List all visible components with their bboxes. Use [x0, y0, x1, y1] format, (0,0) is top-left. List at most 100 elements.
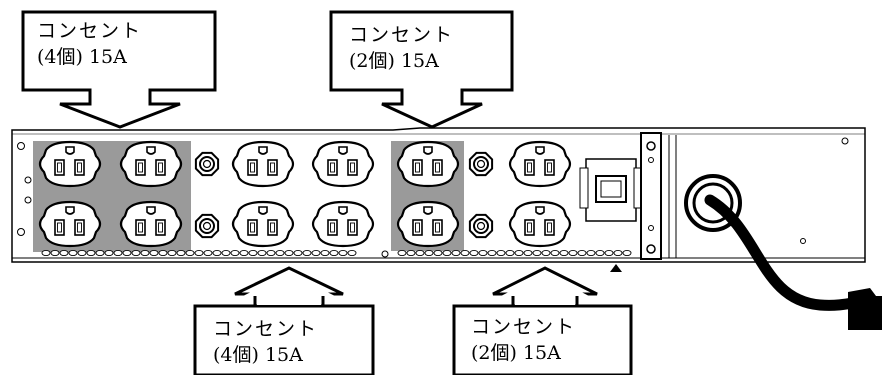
terminal-pin	[257, 249, 267, 257]
outlet-receptacle	[38, 140, 102, 188]
terminal-pin	[293, 249, 303, 257]
terminal-pin	[149, 249, 159, 257]
callout-label-bottom-right-line2: (2個) 15A	[471, 342, 561, 364]
terminal-pin	[194, 249, 204, 257]
terminal-pin	[496, 249, 506, 257]
left-mount-holes	[17, 142, 32, 236]
callout-label-bottom-right-line1: コンセント	[471, 316, 577, 338]
terminal-pin	[541, 249, 551, 257]
terminal-pin	[131, 249, 141, 257]
terminal-pin	[397, 249, 407, 257]
circuit-breakers	[194, 151, 494, 239]
callout-label-top-left: コンセント (4個) 15A	[37, 18, 142, 70]
terminal-pin	[559, 249, 569, 257]
terminal-pin	[451, 249, 461, 257]
outlet-receptacle	[119, 200, 183, 248]
terminal-pin	[568, 249, 578, 257]
outlet-receptacle	[508, 200, 572, 248]
terminal-pin	[104, 249, 114, 257]
outlet-receptacle	[231, 140, 295, 188]
terminal-pin	[122, 249, 132, 257]
terminal-pin	[95, 249, 105, 257]
bottom-terminals	[41, 249, 632, 257]
terminal-pin	[59, 249, 69, 257]
terminal-pin	[478, 249, 488, 257]
terminal-pin	[523, 249, 533, 257]
outlet-receptacle	[38, 200, 102, 248]
callout-label-top-right-line2: (2個) 15A	[349, 50, 439, 72]
breaker-knob	[468, 151, 494, 177]
terminal-pin	[415, 249, 425, 257]
outlet-receptacle	[119, 140, 183, 188]
terminal-pin	[577, 249, 587, 257]
terminal-pin	[68, 249, 78, 257]
terminal-pin	[595, 249, 605, 257]
terminal-pin	[248, 249, 258, 257]
terminal-pin	[586, 249, 596, 257]
outlets	[38, 140, 572, 248]
mounting-bracket	[640, 132, 677, 260]
outlet-receptacle	[311, 140, 375, 188]
power-plug	[848, 288, 882, 330]
terminal-pin	[212, 249, 222, 257]
terminal-pin	[158, 249, 168, 257]
terminal-pin	[338, 249, 348, 257]
terminal-pin	[514, 249, 524, 257]
breaker-knob	[468, 213, 494, 239]
terminal-pin	[203, 249, 213, 257]
terminal-pin	[140, 249, 150, 257]
terminal-pin	[550, 249, 560, 257]
callout-label-bottom-left-line2: (4個) 15A	[213, 344, 303, 366]
terminal-pin	[469, 249, 479, 257]
callout-label-top-left-line2: (4個) 15A	[37, 46, 127, 68]
breaker-knob	[194, 213, 220, 239]
terminal-pin	[406, 249, 416, 257]
terminal-pin	[347, 249, 357, 257]
terminal-pin	[460, 249, 470, 257]
terminal-pin	[311, 249, 321, 257]
callout-label-top-right: コンセント (2個) 15A	[349, 22, 454, 74]
terminal-pin	[424, 249, 434, 257]
terminal-pin	[604, 249, 614, 257]
pdu-panel	[11, 127, 882, 330]
outlet-receptacle	[396, 140, 460, 188]
callout-label-bottom-left-line1: コンセント	[213, 318, 319, 340]
callout-label-top-right-line1: コンセント	[349, 24, 455, 46]
terminal-pin	[221, 249, 231, 257]
terminal-pin	[442, 249, 452, 257]
terminal-pin	[77, 249, 87, 257]
callout-label-top-left-line1: コンセント	[37, 20, 143, 42]
terminal-pin	[284, 249, 294, 257]
outlet-receptacle	[508, 140, 572, 188]
outlet-receptacle	[231, 200, 295, 248]
callout-box-top-left	[21, 10, 217, 129]
terminal-pin	[532, 249, 542, 257]
terminal-pin	[230, 249, 240, 257]
breaker-knob	[194, 151, 220, 177]
terminal-pin	[433, 249, 443, 257]
terminal-pin	[613, 249, 623, 257]
terminal-pin	[86, 249, 96, 257]
terminal-pin	[113, 249, 123, 257]
callout-box-top-right	[329, 10, 514, 129]
power-cable	[704, 194, 882, 330]
terminal-pin	[505, 249, 515, 257]
marker-triangle	[610, 264, 622, 272]
outlet-receptacle	[396, 200, 460, 248]
terminal-pin	[302, 249, 312, 257]
terminal-pin	[622, 249, 632, 257]
terminal-pin	[50, 249, 60, 257]
terminal-pin	[185, 249, 195, 257]
terminal-pin	[275, 249, 285, 257]
callout-label-bottom-left: コンセント (4個) 15A	[213, 316, 318, 368]
power-switch-module	[579, 158, 643, 222]
terminal-pin	[167, 249, 177, 257]
outlet-receptacle	[311, 200, 375, 248]
terminal-pin	[41, 249, 51, 257]
terminal-pin	[176, 249, 186, 257]
terminal-pin	[329, 249, 339, 257]
terminal-pin	[320, 249, 330, 257]
terminal-pin	[487, 249, 497, 257]
